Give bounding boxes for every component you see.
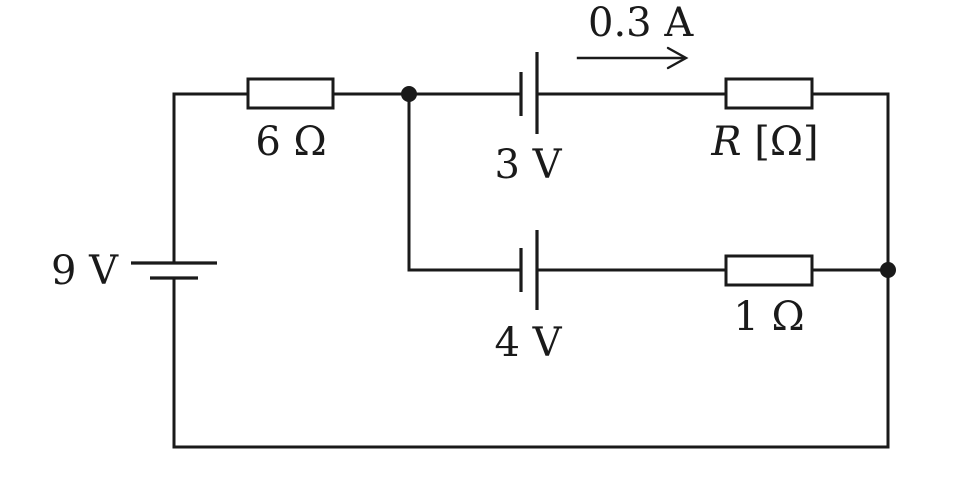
junction-node-top <box>401 86 417 102</box>
junction-node-right <box>880 262 896 278</box>
resistor-r-symbol: R <box>710 119 741 165</box>
resistor-1-ohm-label: 1 Ω <box>733 294 804 340</box>
resistor-r-spacer <box>742 119 755 165</box>
resistor-6-ohm <box>246 77 335 110</box>
battery-4v <box>519 230 539 310</box>
current-arrow <box>576 46 689 70</box>
battery-9v <box>131 261 217 280</box>
battery-3v-label: 3 V <box>494 142 562 188</box>
battery-4v-label: 4 V <box>494 320 562 366</box>
resistor-1-ohm <box>724 254 814 287</box>
resistor-r <box>724 77 814 110</box>
resistor-6-ohm-label: 6 Ω <box>255 119 326 165</box>
current-arrow-head <box>666 46 689 70</box>
battery-9v-label: 9 V <box>51 248 119 294</box>
resistor-r-unit: [Ω] <box>754 119 818 165</box>
battery-3v <box>519 52 539 134</box>
resistor-r-label: R [Ω] <box>710 119 818 165</box>
current-label: 0.3 A <box>588 0 694 46</box>
